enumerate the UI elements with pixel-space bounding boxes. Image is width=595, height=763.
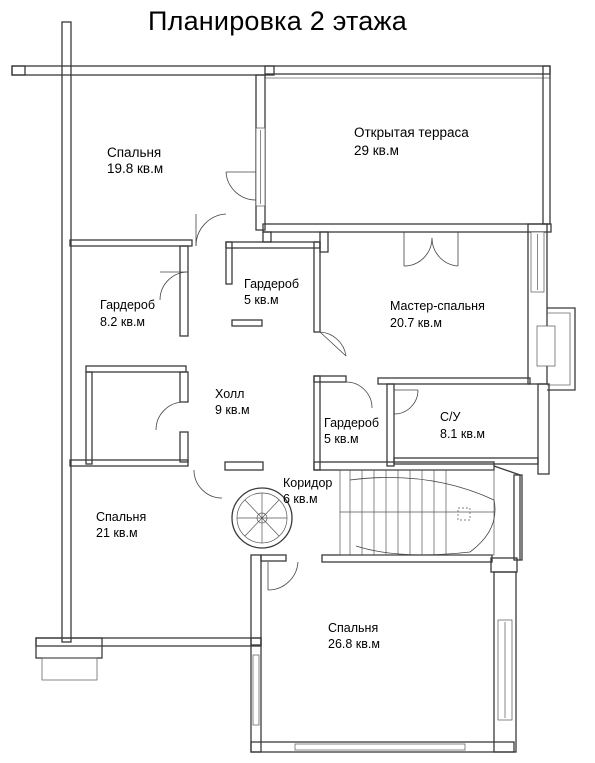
room-area-bedroom-3: 26.8 кв.м [328,637,380,651]
room-name-corridor: Коридор [283,476,332,490]
doors [155,171,459,591]
room-name-wardrobe-1: Гардероб [100,298,155,312]
room-name-bedroom-2: Спальня [96,510,146,524]
room-name-wardrobe-3: Гардероб [324,416,379,430]
room-name-bedroom-3: Спальня [328,621,378,635]
main-staircase [339,469,496,556]
room-area-wardrobe-1: 8.2 кв.м [100,315,145,329]
room-name-hall: Холл [215,387,244,401]
room-area-terrace: 29 кв.м [354,143,399,158]
plan-title: Планировка 2 этажа [148,6,407,36]
room-area-bedroom-2: 21 кв.м [96,526,138,540]
room-name-master-bedroom: Мастер-спальня [390,299,485,313]
room-name-bedroom-1: Спальня [107,145,161,160]
room-area-wardrobe-3: 5 кв.м [324,432,359,446]
room-area-corridor: 6 кв.м [283,492,318,506]
spiral-staircase [231,487,293,549]
room-labels: Спальня 19.8 кв.м Открытая терраса 29 кв… [96,125,485,651]
room-area-hall: 9 кв.м [215,403,250,417]
room-area-bedroom-1: 19.8 кв.м [107,161,163,176]
room-area-master-bedroom: 20.7 кв.м [390,316,442,330]
room-area-bathroom: 8.1 кв.м [440,427,485,441]
room-name-terrace: Открытая терраса [354,125,469,140]
interior-walls [69,231,539,646]
outer-walls [11,21,576,753]
room-area-wardrobe-2: 5 кв.м [244,293,279,307]
room-name-bathroom: С/У [440,410,461,424]
room-name-wardrobe-2: Гардероб [244,277,299,291]
